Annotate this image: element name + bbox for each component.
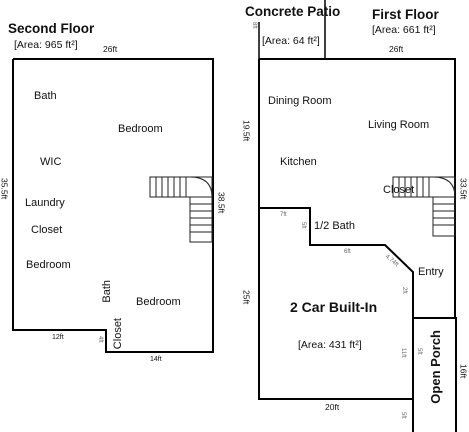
patio-area: [Area: 64 ft²] (262, 35, 320, 47)
garage-dim-g: 5ft (416, 348, 422, 355)
room-closet-first: Closet (383, 184, 415, 196)
second-floor-walls (12, 58, 214, 353)
second-floor-bottom-left-dim: 12ft (52, 334, 64, 341)
open-porch-walls (412, 317, 457, 432)
garage-title: 2 Car Built-In (290, 299, 378, 315)
room-closet-vertical: Closet (112, 318, 124, 350)
second-floor-left-dim: 35.5ft (0, 178, 10, 200)
garage-dim-e: 2ft (401, 287, 407, 294)
first-floor-right-dim: 33.5ft (458, 178, 469, 200)
open-porch-title: Open Porch (428, 330, 443, 404)
garage-dim-b: 5ft (300, 222, 306, 229)
patio-dim: 8ft (251, 22, 257, 29)
garage-dim-c: 6ft (344, 249, 351, 255)
room-half-bath: 1/2 Bath (314, 220, 355, 232)
room-bath-vertical: Bath (101, 280, 113, 303)
first-floor-title: First Floor (372, 7, 439, 22)
first-floor-bottom-right-dim: 5ft (400, 412, 406, 419)
second-floor-bottom-right-dim: 14ft (150, 356, 162, 363)
room-entry: Entry (418, 266, 444, 278)
room-laundry: Laundry (25, 197, 65, 209)
first-floor-bottom-dim: 20ft (325, 402, 340, 412)
open-porch-dim: 16ft (458, 364, 469, 379)
room-bath: Bath (34, 90, 57, 102)
second-floor-area: [Area: 965 ft²] (14, 39, 78, 51)
patio-walls (258, 0, 326, 59)
room-bedroom-bottom: Bedroom (136, 296, 181, 308)
room-kitchen: Kitchen (280, 156, 317, 168)
room-living: Living Room (368, 119, 430, 131)
room-bedroom-top: Bedroom (118, 123, 163, 135)
second-floor-notch-dim: 4ft (97, 336, 103, 343)
first-floor-top-dim: 26ft (389, 44, 404, 54)
garage-dim-a: 7ft (280, 212, 287, 218)
second-floor-right-dim: 38.5ft (216, 192, 227, 214)
first-floor-area: [Area: 661 ft²] (372, 24, 436, 36)
garage-dim-f: 11ft (400, 348, 406, 358)
second-floor-title: Second Floor (8, 21, 95, 36)
first-floor-left-upper-dim: 19.5ft (241, 120, 252, 142)
room-bedroom-left: Bedroom (26, 259, 71, 271)
patio-title: Concrete Patio (245, 4, 341, 19)
garage-area: [Area: 431 ft²] (298, 339, 362, 351)
first-floor-left-lower-dim: 25ft (241, 290, 252, 305)
room-wic: WIC (40, 156, 62, 168)
room-closet: Closet (31, 224, 63, 236)
second-floor-top-dim: 26ft (103, 44, 118, 54)
second-floor-staircase (149, 176, 213, 243)
first-floor-staircase (392, 176, 456, 237)
room-dining: Dining Room (268, 95, 332, 107)
